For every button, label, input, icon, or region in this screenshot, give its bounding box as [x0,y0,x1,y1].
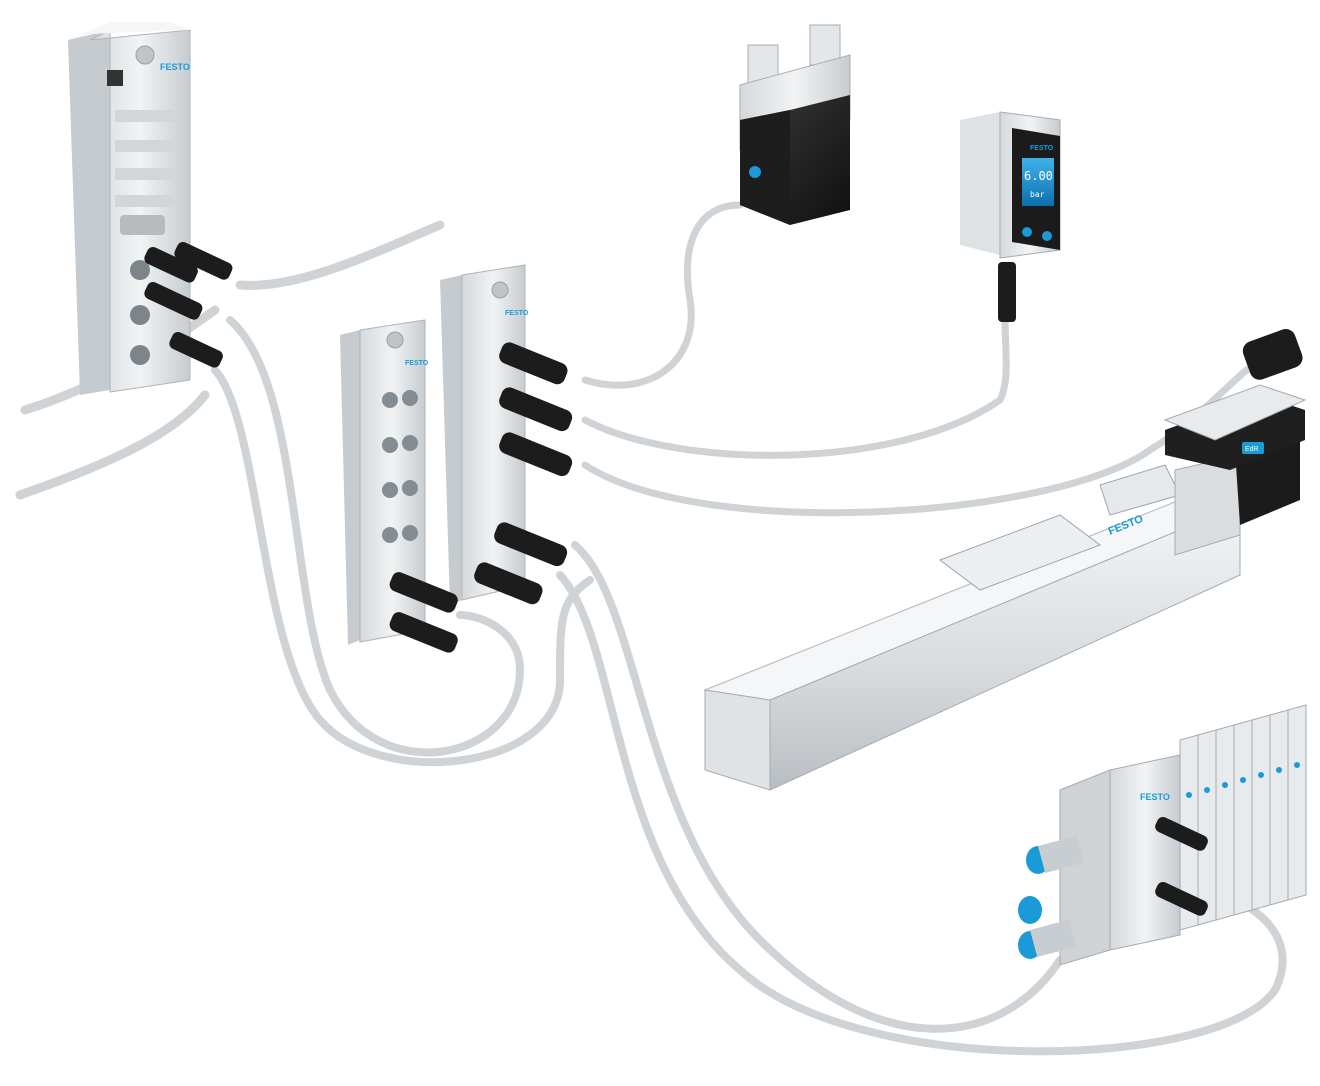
port-icon [130,260,150,280]
master-connectors [144,241,233,368]
hub-left-connectors [389,572,458,653]
valve-silencers [1018,835,1084,959]
pressure-sensor: 6.00 bar FESTO [960,111,1061,322]
cable-valve-1 [571,541,1064,1033]
cable-valve-2 [556,571,1287,1056]
cable-gripper [581,201,744,389]
cables [15,201,1287,1056]
cable-master-hub-2 [211,366,594,767]
port-icon [130,345,150,365]
hub-left-brand-label: FESTO [405,360,429,367]
pneumatic-gripper [739,24,851,225]
electric-linear-axis: FESTO EdR [703,329,1307,791]
io-link-hub-right: FESTO [389,264,573,653]
sensor-brand-label: FESTO [1030,145,1054,152]
master-label-rows [115,110,175,207]
valve-brand-label: FESTO [1140,792,1170,802]
valve-slices [1179,704,1307,931]
valve-blue-fittings [1186,762,1300,798]
cable-sensor [581,316,1010,459]
hub-right-connectors [474,342,573,605]
qr-code [107,70,123,86]
controller-button [1242,442,1264,454]
sensor-display-unit: bar [1030,190,1045,199]
cable-top-out [235,220,445,290]
sensor-display-value: 6.00 [1024,169,1053,183]
sensor-button-icon [1042,231,1052,241]
hub-left-ports [382,390,418,543]
valve-terminal: FESTO [1018,704,1307,966]
port-blue-icon [749,166,761,178]
cable-master-hub-1 [226,316,525,757]
master-brand-label: FESTO [160,62,190,72]
hub-right-brand-label: FESTO [505,310,529,317]
port-icon [130,305,150,325]
controller-button-label: EdR [1245,446,1259,453]
axis-slide [938,514,1102,591]
cable-axis [581,356,1264,517]
sensor-button-icon [1022,227,1032,237]
sensor-display [1022,158,1054,206]
cable-left-out-2 [15,390,210,500]
